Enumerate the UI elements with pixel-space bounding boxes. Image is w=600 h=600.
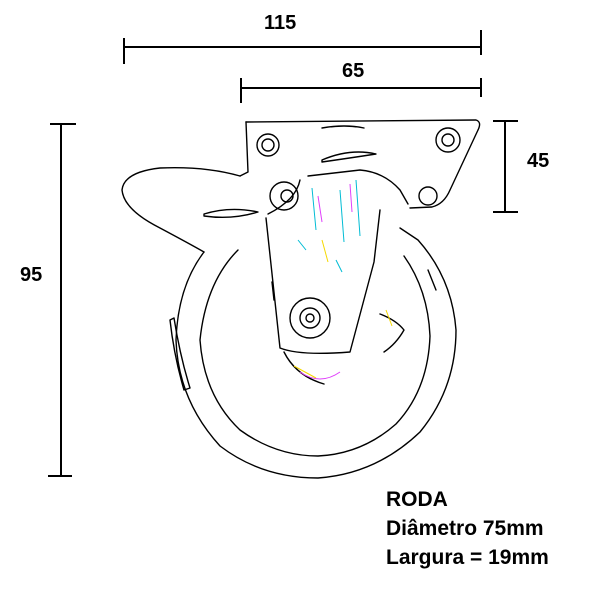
dim-label-overall-width: 115 <box>264 12 297 34</box>
spec-diameter: Diâmetro 75mm <box>386 517 544 540</box>
dim-label-overall-height: 95 <box>20 264 43 286</box>
spec-title: RODA <box>386 488 448 511</box>
spec-width: Largura = 19mm <box>386 546 549 569</box>
dim-label-plate-width: 65 <box>342 60 365 82</box>
dim-label-plate-height: 45 <box>527 150 550 172</box>
